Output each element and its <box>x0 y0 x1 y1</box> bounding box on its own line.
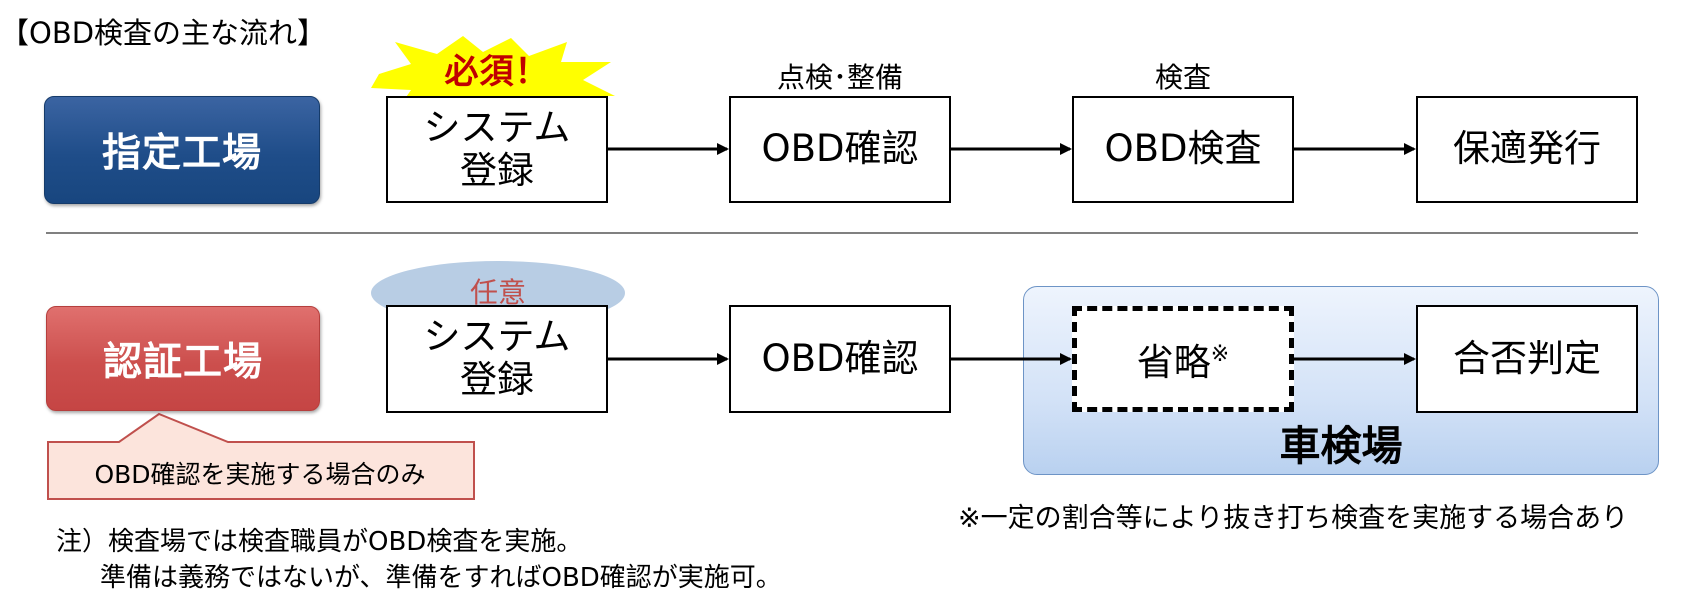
omitted-label: 省略 <box>1136 341 1211 384</box>
step-obd-inspection: OBD検査 <box>1072 96 1294 203</box>
optional-badge: 任意 <box>469 276 526 309</box>
note-line-2: 準備は義務ではないが、準備をすればOBD確認が実施可。 <box>100 563 782 593</box>
step-pass-fail-judgement: 合否判定 <box>1416 305 1638 413</box>
certified-factory-label: 認証工場 <box>46 306 320 411</box>
callout-shape <box>47 412 475 500</box>
inspection-station-label: 車検場 <box>1279 422 1403 470</box>
step-system-registration: システム登録 <box>386 96 608 203</box>
step-obd-check-certified: OBD確認 <box>729 305 951 413</box>
header-maintenance: 点検･整備 <box>776 61 903 94</box>
header-inspection: 検査 <box>1154 61 1211 94</box>
omitted-mark: ※ <box>1210 342 1230 367</box>
step-certificate-issue: 保適発行 <box>1416 96 1638 203</box>
step-obd-check: OBD確認 <box>729 96 951 203</box>
required-badge: 必須！ <box>444 52 550 92</box>
callout-text: OBD確認を実施する場合のみ <box>94 460 426 489</box>
page-title: 【OBD検査の主な流れ】 <box>0 16 327 50</box>
footnote: ※一定の割合等により抜き打ち検査を実施する場合あり <box>958 503 1629 534</box>
step-system-registration-certified: システム登録 <box>386 305 608 413</box>
step-omitted: 省略※ <box>1072 306 1294 412</box>
designated-factory-label: 指定工場 <box>44 96 320 204</box>
note-line-1: 注）検査場では検査職員がOBD検査を実施。 <box>56 527 583 557</box>
